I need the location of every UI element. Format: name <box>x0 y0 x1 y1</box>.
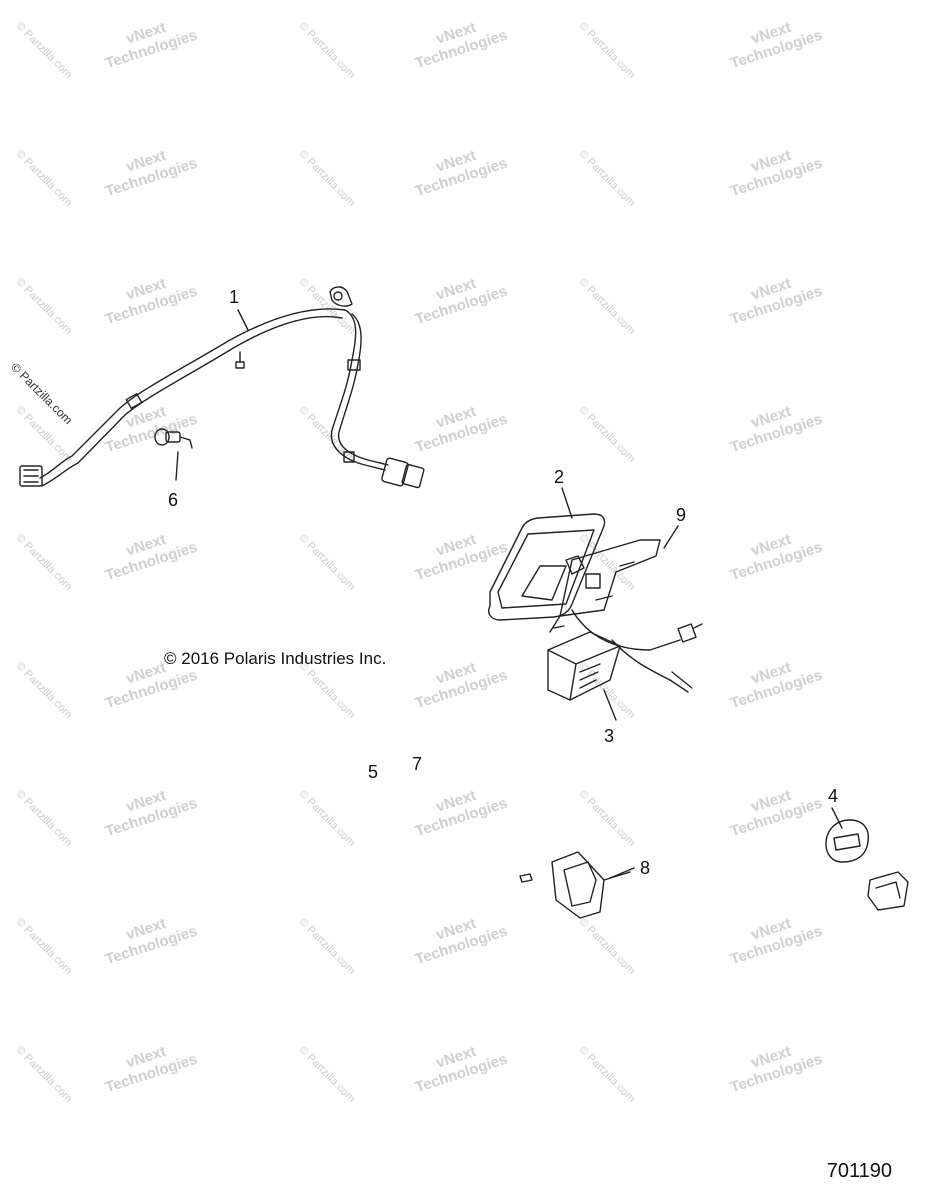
copyright-notice: © 2016 Polaris Industries Inc. <box>164 649 387 668</box>
display-part-2 <box>488 513 703 693</box>
callout-8: 8 <box>640 858 651 878</box>
figure-number: 701190 <box>826 1160 892 1182</box>
callout-4: 4 <box>828 786 839 806</box>
bracket-part-8 <box>519 851 631 919</box>
callout-3: 3 <box>604 726 615 746</box>
callout-9: 9 <box>676 505 687 525</box>
callout-2: 2 <box>554 467 565 487</box>
sensor-part-6 <box>154 428 193 481</box>
callout-5: 5 <box>368 762 379 782</box>
module-part-3 <box>547 631 621 721</box>
wire-harness-part-1 <box>19 286 425 489</box>
callout-7: 7 <box>412 754 423 774</box>
callout-1: 1 <box>229 287 240 307</box>
callout-6: 6 <box>168 490 179 510</box>
switch-part-4 <box>825 819 909 911</box>
bracket-part-9 <box>549 539 661 633</box>
